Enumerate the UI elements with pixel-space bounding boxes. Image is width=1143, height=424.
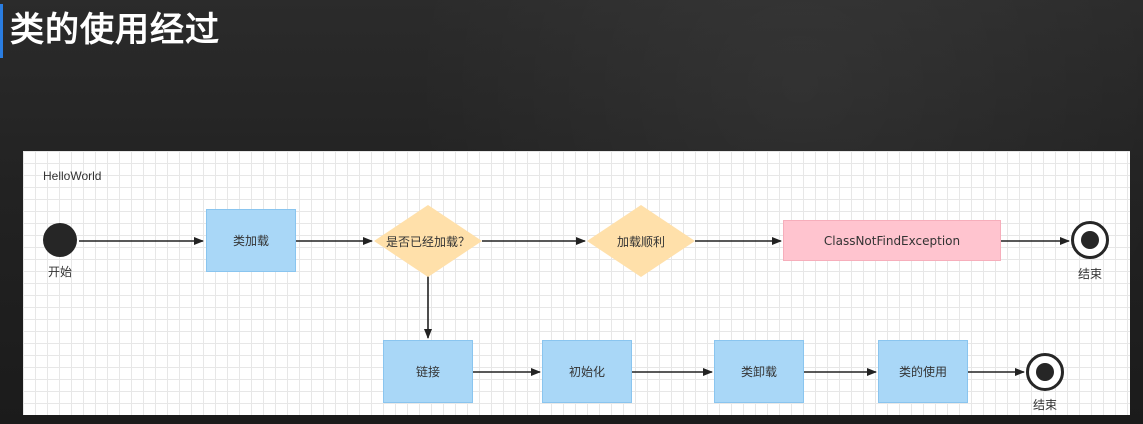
use-node: 类的使用 xyxy=(878,340,968,403)
decision-load-ok-label: 加载顺利 xyxy=(616,234,665,249)
unload-node: 类卸载 xyxy=(714,340,804,403)
flowchart-canvas: HelloWorld 开始 类加载 是否已经加载？ 加载顺利 ClassNotF… xyxy=(23,151,1130,415)
end-node-bottom xyxy=(1026,353,1064,391)
end-caption-top: 结束 xyxy=(1078,267,1103,281)
diagram-label: HelloWorld xyxy=(43,169,102,183)
title-accent-bar xyxy=(0,4,3,58)
decision-loaded-label: 是否已经加载？ xyxy=(385,234,470,249)
init-node: 初始化 xyxy=(542,340,632,403)
link-node: 链接 xyxy=(383,340,473,403)
exception-node: ClassNotFindException xyxy=(783,220,1001,261)
end-node-top-dot xyxy=(1081,231,1099,249)
end-node-bottom-dot xyxy=(1036,363,1054,381)
start-node xyxy=(43,223,77,257)
slide-title: 类的使用经过 xyxy=(10,10,220,50)
start-caption: 开始 xyxy=(48,265,73,279)
end-caption-bottom: 结束 xyxy=(1033,398,1058,412)
end-node-top xyxy=(1071,221,1109,259)
class-load-node: 类加载 xyxy=(206,209,296,272)
